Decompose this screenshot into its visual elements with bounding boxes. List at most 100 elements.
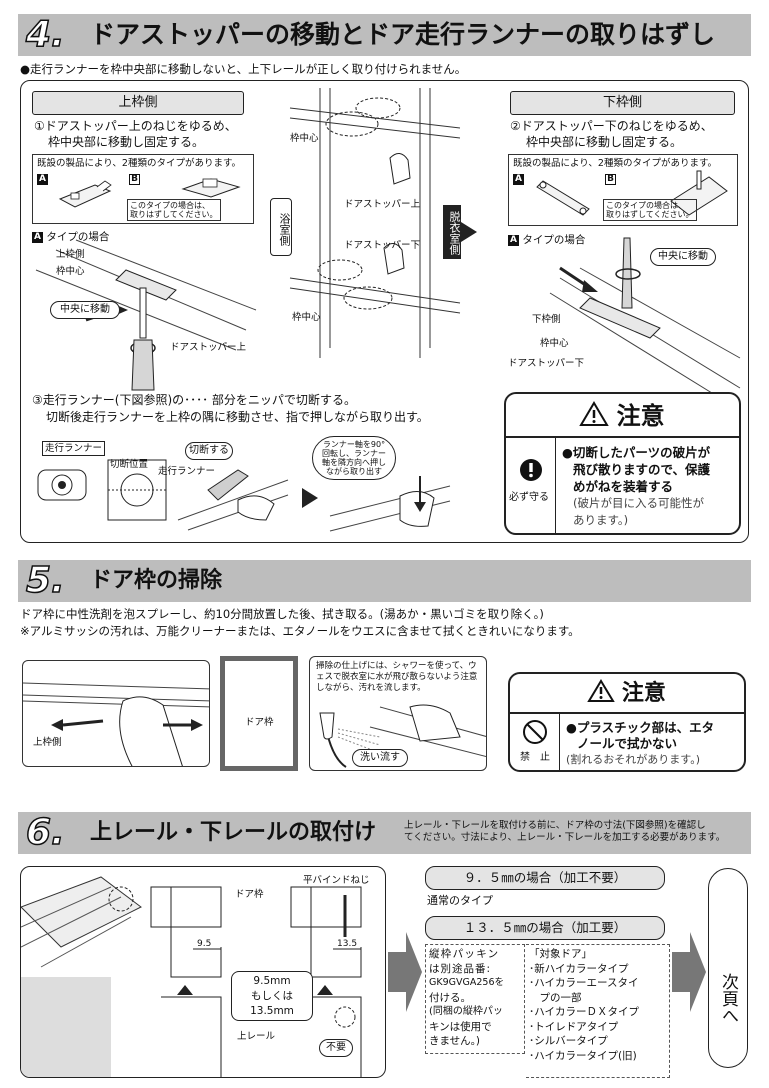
lower-types-box: 既設の製品により、2種類のタイプがあります。 A B このタイプの場合は、 取り… — [508, 154, 738, 226]
packing-line-6: キンは使用で — [429, 1020, 492, 1033]
upper-badge-a: A — [37, 174, 48, 185]
target-line-2: ･新ハイカラータイプ — [529, 962, 629, 975]
next-page-label: 次頁へ — [718, 972, 738, 1024]
step-arrow-icon — [302, 488, 318, 508]
target-line-7: ･シルバータイプ — [529, 1035, 608, 1047]
rail-lbl-screw: 平バインドねじ — [303, 875, 370, 886]
caution1-header: 注意 — [506, 394, 739, 438]
section5-number: 5. — [25, 560, 65, 601]
lower-frame-tag: 下枠側 — [510, 91, 735, 115]
packing-line-4: 付ける。 — [429, 991, 471, 1004]
upper-type-a-part-icon — [58, 180, 112, 208]
target-line-4: プの一部 — [529, 991, 582, 1004]
cleaning-hand-illustration — [23, 682, 209, 766]
lower-types-text: 既設の製品により、2種類のタイプがあります。 — [513, 158, 718, 169]
rail-lbl-unneeded: 不要 — [319, 1039, 353, 1057]
next-page-button[interactable]: 次頁へ — [708, 868, 748, 1068]
rail-dim-note-line1: 9.5mm — [253, 975, 291, 987]
dressing-side-text: 脱衣室側 — [448, 211, 461, 255]
upper-atype-badge: A — [32, 231, 43, 243]
section5-line2: ※アルミサッシの汚れは、万能クリーナーまたは、エタノールをウエスに含ませて拭くと… — [20, 624, 580, 638]
step3-line1: ③走行ランナー(下図参照)の････ 部分をニッパで切断する。 — [32, 393, 356, 407]
upper-remove-line1: このタイプの場合は、 — [130, 201, 210, 210]
rail-dim-note-line3: 13.5mm — [250, 1005, 294, 1017]
lower-lbl-stopper: ドアストッパー下 — [508, 358, 585, 369]
upper-type-b-part-icon — [181, 178, 241, 198]
caution-box-1: 注意 必ず守る ●切断したパーツの破片が 飛び散りますので、保護 めがねを装着す… — [504, 392, 741, 535]
caution2-left-cell: 禁 止 — [510, 714, 560, 770]
section6-title: 上レール・下レールの取付け — [90, 820, 377, 845]
lower-step2-line2: 枠中央部に移動し固定する。 — [526, 135, 683, 149]
caution1-line5: あります。) — [573, 513, 629, 527]
lower-atype-text: タイプの場合 — [522, 234, 586, 246]
remove-illustration — [329, 476, 451, 532]
rail-illustration-panel: 平バインドねじ ドア枠 9.5 13.5 9.5mm もしくは 13.5mm 上… — [20, 866, 386, 1078]
caution2-body: ●プラスチック部は、エタ ノールで拭かない (割れるおそれがあります。) — [566, 720, 714, 768]
section4-header: 4. ドアストッパーの移動とドア走行ランナーの取りはずし — [18, 14, 751, 56]
warning-triangle-icon-2 — [587, 679, 615, 702]
lower-type-a-part-icon — [536, 180, 590, 216]
section5-title: ドア枠の掃除 — [90, 568, 223, 593]
caution1-line2: 飛び散りますので、保護 — [573, 462, 711, 477]
lbl-runner: 走行ランナー — [42, 441, 106, 456]
cutting-illustration — [177, 469, 289, 531]
packing-line-1: 縦枠パッキン — [429, 948, 500, 960]
caution1-title: 注意 — [616, 402, 665, 430]
center-door-illustration — [289, 88, 461, 358]
upper-atype-label: A タイプの場合 — [32, 230, 109, 245]
packing-line-3: GK9GVGA256を — [429, 977, 504, 988]
rail-lbl-doorframe: ドア枠 — [235, 889, 264, 900]
packing-line-5: (同梱の縦枠パッ — [429, 1006, 503, 1017]
rinse-illustration: 掃除の仕上げには、シャワーを使って、ウェスで脱衣室に水が飛び散らないよう注意しな… — [309, 656, 487, 771]
lbl-runner2: 走行ランナー — [158, 466, 216, 477]
rail-dim-note-line2: もしくは — [251, 990, 293, 1002]
lower-lbl-frame: 下枠側 — [532, 314, 561, 325]
bath-side-label: 浴室側 — [270, 198, 292, 256]
center-lbl-frame-center-top: 枠中心 — [290, 133, 319, 144]
upper-frame-tag: 上枠側 — [32, 91, 244, 115]
lower-lbl-center: 枠中心 — [540, 338, 569, 349]
bath-side-text: 浴室側 — [278, 212, 291, 246]
lower-remove-line1: このタイプの場合は、 — [606, 201, 686, 210]
packing-line-7: きません。) — [429, 1035, 481, 1047]
shower-rinse-illustration — [319, 704, 486, 768]
rail-cross-section-illustration — [21, 876, 362, 1077]
target-line-3: ･ハイカラーエースタイ — [529, 977, 639, 989]
lbl-rotate-note: ランナー軸を90°回転し、ランナー軸を隣方向へ押しながら取り出す — [312, 436, 396, 480]
upper-types-box: 既設の製品により、2種類のタイプがあります。 A B このタイプの場合は、 取り… — [32, 154, 254, 224]
upper-lbl-frame: 上枠側 — [56, 249, 85, 260]
caution1-left-cell: 必ず守る — [506, 438, 556, 533]
warning-triangle-icon — [579, 401, 610, 426]
center-lbl-stopper-bottom: ドアストッパー下 — [344, 240, 421, 251]
rinse-label: 洗い流す — [352, 749, 408, 767]
runner-illustration — [37, 459, 167, 521]
target-doors-list: 「対象ドア」 ･新ハイカラータイプ ･ハイカラーエースタイ プの一部 ･ハイカラ… — [526, 944, 670, 1078]
lower-frame-panel — [500, 86, 745, 376]
lower-atype-badge: A — [508, 234, 519, 246]
lower-step2-line1: ②ドアストッパー下のねじをゆるめ、 — [510, 119, 713, 133]
lower-remove-note: このタイプの場合は、 取りはずしてください。 — [603, 199, 697, 221]
upper-lbl-center: 枠中心 — [56, 266, 85, 277]
mandatory-icon — [520, 459, 542, 481]
dressing-side-label: 脱衣室側 — [443, 205, 461, 259]
packing-line-2: は別途品番: — [429, 962, 492, 975]
target-line-6: ･トイレドアタイプ — [529, 1020, 619, 1033]
caution1-line1: ●切断したパーツの破片が — [562, 445, 711, 460]
upper-types-text: 既設の製品により、2種類のタイプがあります。 — [37, 158, 242, 169]
caution2-line1: ●プラスチック部は、エタ — [566, 720, 715, 735]
arrow-right-icon-1 — [388, 932, 422, 1012]
upper-lbl-stopper: ドアストッパー上 — [170, 342, 247, 353]
caution2-prohibit: 禁 止 — [520, 752, 550, 763]
center-lbl-stopper-top: ドアストッパー上 — [344, 199, 421, 210]
upper-step1-line1: ①ドアストッパー上のねじをゆるめ、 — [34, 119, 237, 133]
section4-note: ●走行ランナーを枠中央部に移動しないと、上下レールが正しく取り付けられません。 — [20, 62, 467, 76]
section6-side-line1: 上レール・下レールを取付ける前に、ドア枠の寸法(下図参照)を確認し — [404, 820, 706, 831]
lbl-rotate-text: ランナー軸を90°回転し、ランナー軸を隣方向へ押しながら取り出す — [322, 440, 386, 476]
upper-badge-b: B — [129, 174, 140, 185]
upper-remove-note: このタイプの場合は、 取りはずしてください。 — [127, 199, 221, 221]
packing-note: 縦枠パッキン は別途品番: GK9GVGA256を 付ける。 (同梱の縦枠パッ … — [425, 944, 525, 1054]
lower-badge-a: A — [513, 174, 524, 185]
target-line-1: 「対象ドア」 — [529, 948, 592, 960]
caution1-line4: (破片が目に入る可能性が — [573, 496, 704, 510]
lower-lbl-move: 中央に移動 — [650, 248, 716, 266]
